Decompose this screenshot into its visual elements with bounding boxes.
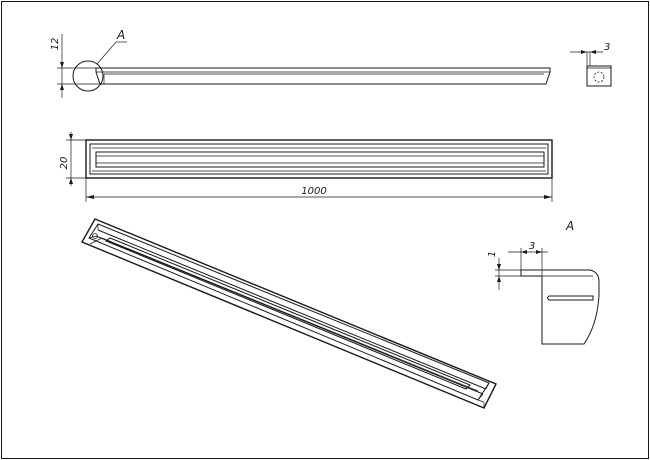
dim-height-side: 12 — [50, 38, 61, 51]
side-view: 12 A — [50, 28, 551, 98]
iso-outer-rim — [81, 218, 497, 409]
end-view-body — [586, 65, 612, 87]
detail-a: A 1 3 — [487, 219, 600, 345]
top-view-inner-frame — [89, 143, 549, 175]
detail-callout-circle — [72, 60, 104, 92]
iso-end-hole — [92, 233, 98, 239]
detail-a-slot — [547, 295, 594, 301]
top-view-slot — [95, 151, 545, 168]
end-view-drain-hole — [593, 71, 605, 83]
dim-width-top: 20 — [59, 157, 70, 170]
side-view-body — [95, 67, 551, 85]
top-view-outline — [85, 139, 553, 179]
dim-length: 1000 — [301, 186, 326, 197]
end-view: 3 — [570, 42, 612, 87]
iso-bottom-slot — [104, 237, 471, 390]
dim-detail-width: 3 — [529, 241, 535, 252]
callout-label: A — [116, 28, 125, 42]
isometric-view — [81, 218, 497, 409]
dim-end-width: 3 — [604, 42, 610, 53]
detail-a-body — [520, 269, 600, 345]
dim-detail-thickness: 1 — [487, 251, 498, 257]
top-view: 20 1000 — [59, 132, 553, 202]
detail-title: A — [565, 219, 574, 233]
